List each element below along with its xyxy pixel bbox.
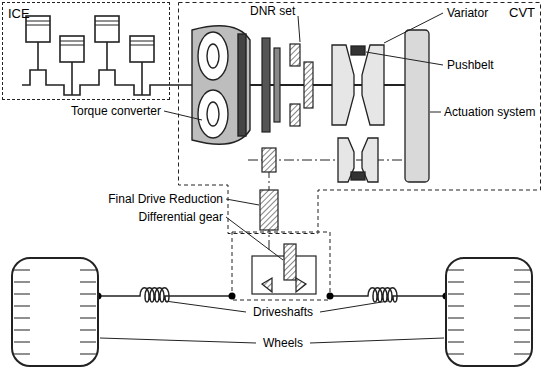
leader-line <box>226 199 259 205</box>
joint-dot <box>229 293 236 300</box>
pulley-sheave <box>332 45 354 125</box>
tire <box>12 258 98 366</box>
clutch-pack <box>274 48 280 122</box>
converter-torus <box>198 32 228 80</box>
differential-outline <box>232 232 330 300</box>
leader-line <box>226 217 283 260</box>
piston <box>60 36 84 62</box>
leader-line <box>165 301 246 312</box>
wheel-illustration <box>12 258 532 366</box>
leader-line <box>320 301 388 312</box>
part-label: Driveshafts <box>253 305 313 319</box>
connecting-rod <box>71 62 73 95</box>
part-label: Final Drive Reduction <box>108 192 223 206</box>
dnr-set-illustration <box>262 38 313 132</box>
connecting-rod <box>106 42 108 70</box>
pulley-sheave <box>362 45 384 125</box>
clutch-pack <box>262 38 270 132</box>
dashed-system-box: ICE <box>2 2 170 100</box>
pushbelt-section <box>351 46 365 55</box>
planet-gear <box>290 104 300 126</box>
planet-gear <box>290 44 300 66</box>
leader-line <box>384 13 443 43</box>
driven-gear <box>260 190 278 230</box>
pushbelt-section <box>351 172 365 180</box>
dashed-outline <box>179 3 541 234</box>
piston-rings <box>26 21 154 45</box>
final-drive-illustration <box>252 148 316 294</box>
part-label: Differential gear <box>139 210 224 224</box>
leader-line <box>430 112 441 113</box>
converter-blade <box>207 44 219 68</box>
piston <box>95 16 119 42</box>
converter-torus <box>198 90 228 138</box>
bevel-gear <box>262 278 272 292</box>
ring-gear <box>284 244 296 280</box>
converter-blade <box>207 102 219 126</box>
part-label: DNR set <box>250 4 295 18</box>
driveshaft-spring <box>98 288 232 302</box>
part-label: Wheels <box>263 336 303 350</box>
bevel-gear <box>296 278 306 292</box>
leader-line <box>310 338 444 343</box>
variator-illustration <box>332 45 384 182</box>
leader-line <box>100 338 256 343</box>
leader-line <box>366 52 443 65</box>
lockup-clutch <box>238 34 246 136</box>
part-label: Torque converter <box>71 104 161 118</box>
piston <box>130 36 154 62</box>
drive-gear <box>262 148 276 172</box>
part-label: Variator <box>447 6 488 20</box>
system-title: ICE <box>8 6 30 21</box>
part-label: Actuation system <box>444 105 535 119</box>
part-label: Pushbelt <box>447 58 494 72</box>
joint-dot <box>327 293 334 300</box>
driveshafts-illustration <box>98 288 446 302</box>
tire <box>446 258 532 366</box>
driveshaft-spring <box>330 288 446 302</box>
torque-converter-illustration <box>192 26 250 144</box>
leader-line <box>164 111 202 120</box>
leader-line <box>298 16 300 42</box>
connecting-rod <box>141 62 143 95</box>
leader-lines <box>100 13 444 343</box>
system-title: CVT <box>509 5 535 20</box>
connecting-rod <box>37 42 39 70</box>
sun-gear <box>304 62 313 108</box>
tire-tread <box>14 270 530 354</box>
actuation-system <box>405 30 429 182</box>
converter-housing <box>192 26 250 144</box>
